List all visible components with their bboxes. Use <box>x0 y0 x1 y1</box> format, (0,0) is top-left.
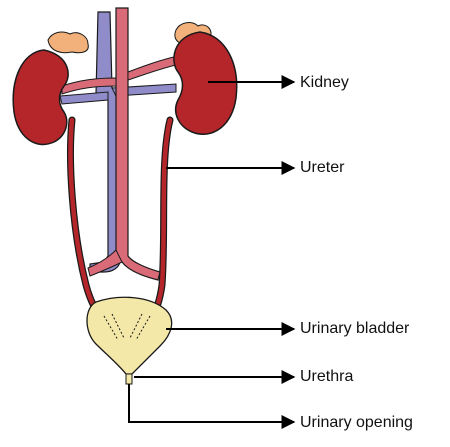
right-kidney <box>173 31 238 135</box>
right-renal-artery <box>127 55 181 81</box>
left-renal-artery <box>61 77 117 95</box>
urinary-bladder <box>86 296 173 375</box>
urethra-label: Urethra <box>300 368 354 385</box>
kidney-label: Kidney <box>300 74 349 91</box>
right-ureter-entry <box>129 313 151 341</box>
left-ureter-fill <box>68 117 107 325</box>
ureter-label: Ureter <box>300 159 345 176</box>
urinary-bladder-label: Urinary bladder <box>300 320 410 337</box>
opening-pointer <box>128 384 296 429</box>
left-iliac-vessel <box>87 249 123 277</box>
aorta <box>115 7 161 281</box>
left-kidney <box>12 49 69 146</box>
urinary-opening-label: Urinary opening <box>300 414 413 431</box>
urethra <box>125 373 133 385</box>
left-renal-vein <box>59 91 109 105</box>
left-ureter-entry <box>103 313 125 341</box>
left-adrenal-gland <box>47 31 89 54</box>
